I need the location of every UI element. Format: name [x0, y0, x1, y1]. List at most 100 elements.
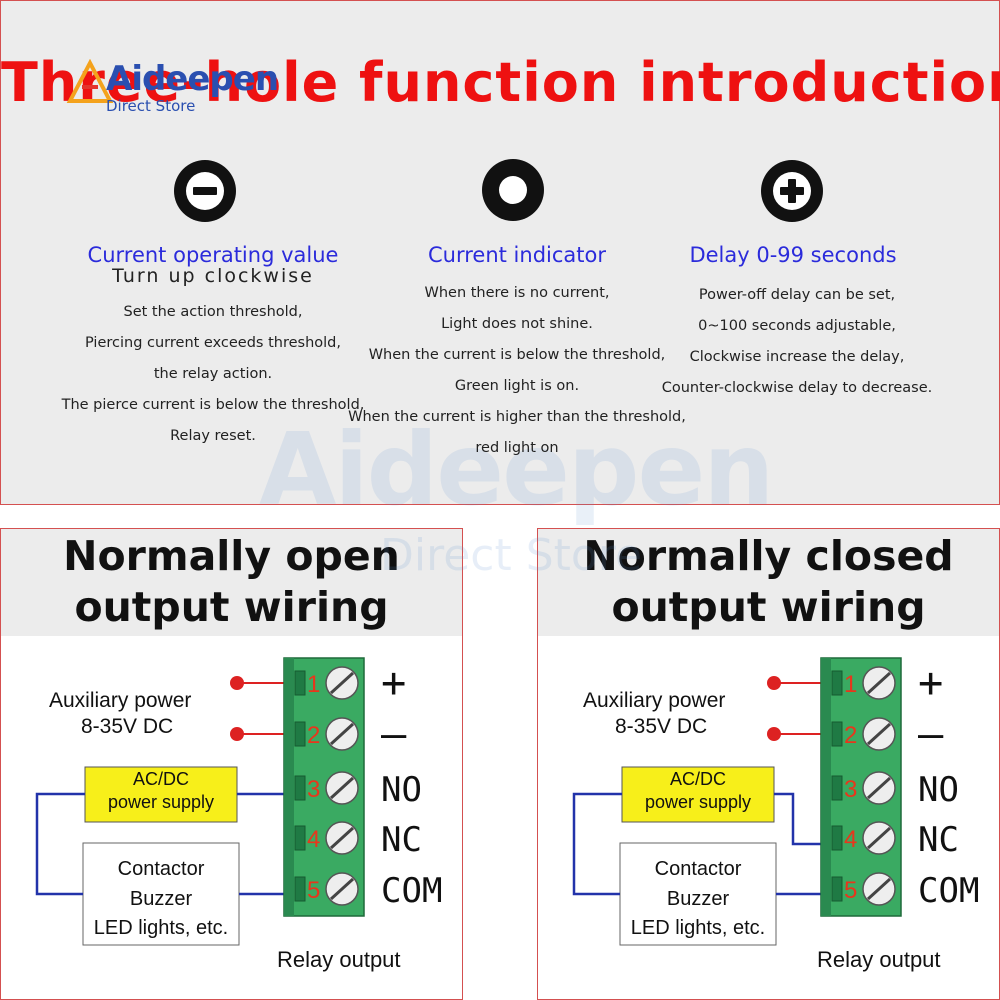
wiring-title-line-2: output wiring: [74, 583, 389, 631]
screw-slot: [329, 826, 355, 850]
supply-label-2: power supply: [644, 792, 752, 812]
terminal-number: 3: [844, 776, 857, 803]
supply-label-1: AC/DC: [669, 769, 726, 789]
knob-2-line: When the current is below the threshold,: [368, 347, 666, 363]
screw-slot: [866, 722, 892, 746]
terminal-number: 2: [844, 722, 857, 749]
aux-power-label: Auxiliary power: [49, 689, 192, 712]
relay-output-label: Relay output: [817, 947, 941, 972]
terminal-number: 4: [844, 826, 857, 853]
watermark-sub: Direct Store: [380, 530, 643, 581]
terminal-label: +: [918, 658, 943, 707]
logo-mark: [66, 59, 114, 103]
ring-icon: [482, 159, 544, 221]
terminal-slot: [831, 721, 843, 747]
terminal-number: 1: [307, 671, 320, 698]
knob-3-title: Delay 0-99 seconds: [689, 243, 897, 267]
terminal-slot: [294, 876, 306, 902]
terminal-block-edge: [284, 658, 294, 916]
wiring-header: Normally closed output wiring: [538, 529, 999, 636]
wiring-header: Normally open output wiring: [1, 529, 462, 636]
knob-2-title: Current indicator: [428, 243, 606, 267]
load-label-2: Buzzer: [129, 888, 193, 910]
knob-3-line: Clockwise increase the delay,: [689, 349, 905, 365]
wiring-title-line-1: Normally closed: [583, 532, 954, 580]
terminal-slot: [831, 825, 843, 851]
terminal-number: 5: [307, 877, 320, 904]
screw-slot: [329, 776, 355, 800]
wiring-title-line-1: Normally open: [63, 532, 400, 580]
knob-1-description: Set the action threshold, Piercing curre…: [43, 297, 383, 452]
terminal-label: COM: [918, 871, 979, 911]
wiring-title: Normally closed output wiring: [538, 531, 999, 633]
page-title: Three-hole function introduction: [1, 51, 1000, 114]
terminal-number: 5: [844, 877, 857, 904]
knob-1-line: Piercing current exceeds threshold,: [84, 335, 341, 351]
screw-slot: [866, 776, 892, 800]
knob-1-line: The pierce current is below the threshol…: [61, 397, 365, 413]
minus-knob: [173, 159, 237, 227]
screw-slot: [866, 826, 892, 850]
load-label-3: LED lights, etc.: [93, 917, 229, 939]
terminal-number: 1: [844, 671, 857, 698]
knob-1-line: Relay reset.: [170, 428, 256, 444]
aux-power-label: Auxiliary power: [583, 689, 726, 712]
terminal-slot: [294, 721, 306, 747]
logo-brand-text: Aideepen: [106, 59, 279, 99]
knob-1-line: Set the action threshold,: [123, 304, 303, 320]
terminal-slot: [294, 670, 306, 696]
knob-1-title: Current operating value: [87, 243, 339, 267]
terminal-number: 3: [307, 776, 320, 803]
knob-2-line: red light on: [475, 440, 559, 456]
plus-icon: [761, 160, 823, 222]
knob-2-line: When the current is higher than the thre…: [348, 409, 686, 425]
knob-1-line: the relay action.: [153, 366, 273, 382]
wiring-title-line-2: output wiring: [611, 583, 926, 631]
supply-to-nc-wire: [774, 792, 843, 846]
load-box: [82, 842, 240, 946]
aux-terminal-dot: [767, 676, 781, 690]
knob-2-line: Green light is on.: [454, 378, 580, 394]
terminal-number: 2: [307, 722, 320, 749]
terminal-slot: [294, 775, 306, 801]
knob-3-line: Power-off delay can be set,: [698, 287, 896, 303]
terminal-label: —: [918, 709, 944, 758]
knob-3-description: Power-off delay can be set, 0~100 second…: [627, 280, 967, 404]
terminal-label: NC: [381, 820, 422, 860]
screw-slot: [329, 722, 355, 746]
knob-2-line: Light does not shine.: [441, 316, 593, 332]
supply-label-1: AC/DC: [132, 769, 189, 789]
terminal-label: —: [381, 709, 407, 758]
screw-slot: [866, 877, 892, 901]
supply-label-2: power supply: [107, 792, 215, 812]
aux-voltage-label: 8-35V DC: [615, 715, 708, 738]
loop-wire: [35, 792, 85, 896]
aux-terminal-dot: [230, 676, 244, 690]
minus-icon: [174, 160, 236, 222]
logo-sub-text: Direct Store: [106, 97, 196, 115]
screw-slot: [329, 671, 355, 695]
plus-knob: [760, 159, 824, 227]
terminal-label: COM: [381, 871, 442, 911]
aux-terminal-dot: [230, 727, 244, 741]
knob-1-subtitle: Turn up clockwise: [112, 265, 314, 287]
wiring-title: Normally open output wiring: [1, 531, 462, 633]
aux-voltage-label: 8-35V DC: [81, 715, 174, 738]
relay-output-label: Relay output: [277, 947, 401, 972]
load-box: [619, 842, 777, 946]
terminal-label: NO: [381, 770, 422, 810]
terminal-label: +: [381, 658, 406, 707]
loop-wire: [572, 792, 622, 896]
indicator-knob: [481, 158, 545, 226]
watermark-brand: Aideepen: [259, 411, 774, 528]
screw-slot: [866, 671, 892, 695]
screw-slot: [329, 877, 355, 901]
load-label-2: Buzzer: [666, 888, 730, 910]
knob-3-line: 0~100 seconds adjustable,: [698, 318, 896, 334]
terminal-block-edge: [821, 658, 831, 916]
knob-3-line: Counter-clockwise delay to decrease.: [661, 380, 933, 396]
function-intro-panel: Aideepen Three-hole function introductio…: [0, 0, 1000, 528]
